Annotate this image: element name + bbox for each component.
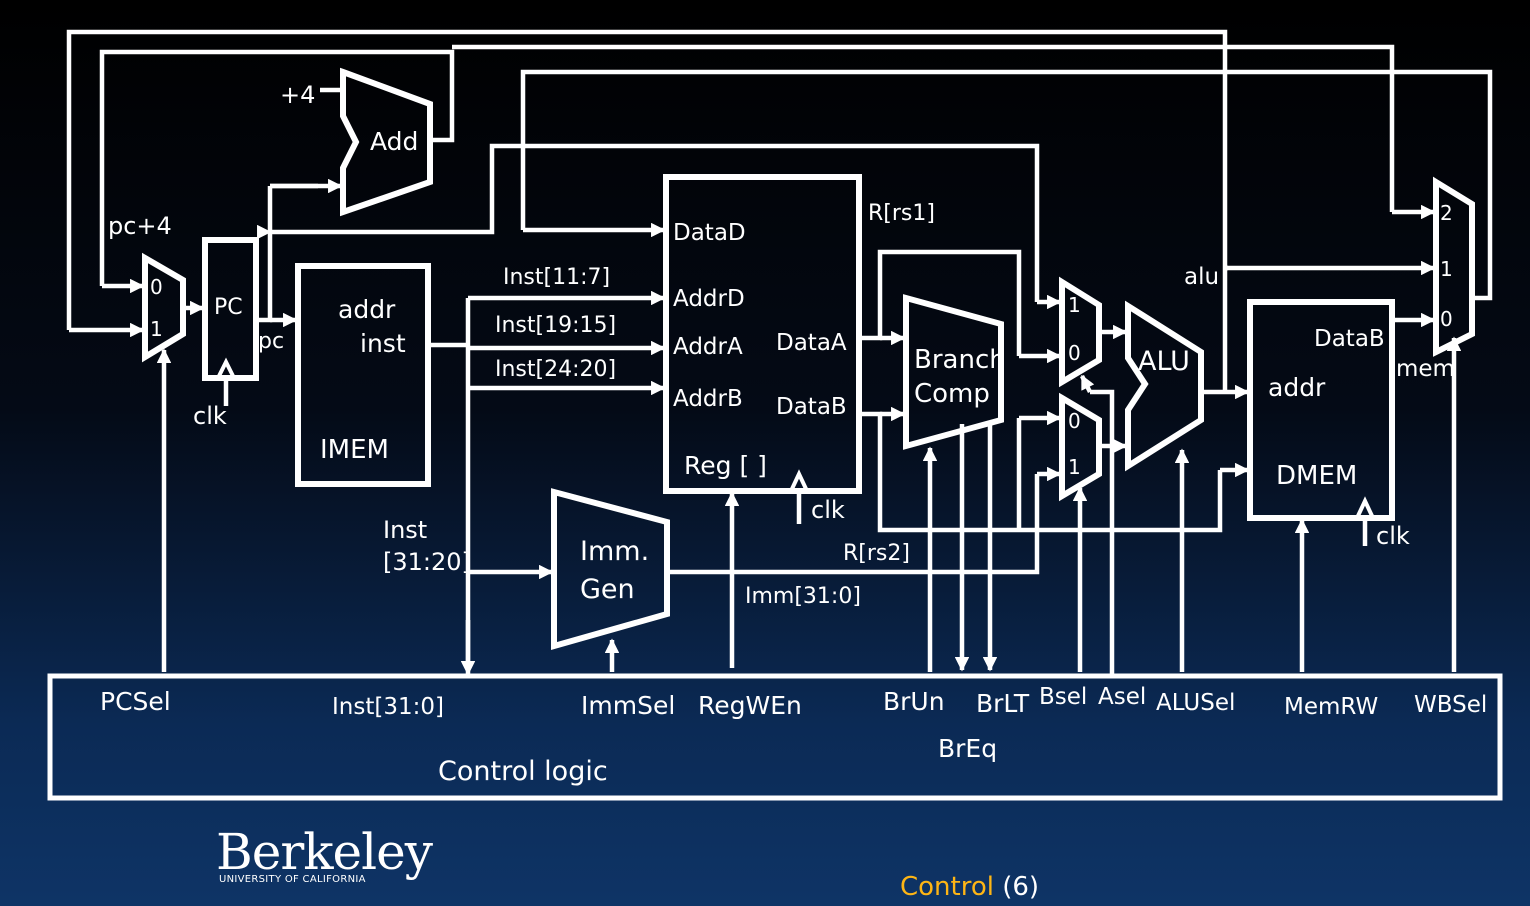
- dmem-addr-label: addr: [1268, 373, 1326, 402]
- wire-dataa-branch: [859, 249, 1022, 356]
- imem-block: [295, 263, 431, 487]
- addrd-label: AddrD: [673, 286, 745, 312]
- slide-number: (6): [1002, 872, 1040, 902]
- wbmux-2-label: 2: [1440, 201, 1453, 225]
- reg-label: Reg [ ]: [684, 451, 767, 480]
- brun-label: BrUn: [883, 687, 945, 716]
- branch-comp-block: [903, 294, 1004, 450]
- plus4-label: +4: [280, 81, 315, 109]
- pc-clk-label: clk: [193, 402, 227, 430]
- amux-1-label: 1: [1068, 293, 1081, 317]
- datad-label: DataD: [673, 220, 746, 246]
- wbsel-label: WBSel: [1414, 692, 1487, 718]
- inst-control-label: Inst[31:0]: [332, 694, 444, 720]
- alu-block: [1125, 300, 1204, 472]
- pcsel-label: PCSel: [100, 687, 171, 716]
- imem-inst-label: inst: [360, 329, 406, 358]
- memrw-label: MemRW: [1284, 694, 1378, 720]
- inst-31-20-label-a: Inst: [383, 516, 427, 544]
- add-label: Add: [370, 127, 418, 156]
- branch-label-a: Branch: [914, 345, 1006, 375]
- pc-out-label: pc: [258, 329, 284, 354]
- wire-imm-bmux: [667, 474, 1040, 575]
- berkeley-logo-word: Berkeley: [216, 823, 433, 881]
- breq-label: BrEq: [938, 734, 997, 763]
- brlt-label: BrLT: [976, 689, 1030, 718]
- berkeley-logo-subtitle: UNIVERSITY OF CALIFORNIA: [219, 874, 366, 885]
- wire-wb-datad: [520, 69, 1493, 301]
- amux-0-label: 0: [1068, 341, 1081, 365]
- imm-gen-label-b: Gen: [580, 574, 635, 605]
- regwen-label: RegWEn: [698, 691, 802, 720]
- control-logic-label: Control logic: [438, 756, 608, 787]
- arrow-asel: [1079, 374, 1095, 394]
- pc-register: [202, 237, 259, 381]
- wire-alu-pc-loop: [66, 29, 1228, 392]
- pc-clk-triangle: [216, 357, 236, 379]
- imem-label: IMEM: [320, 435, 389, 465]
- inst-24-20-label: Inst[24:20]: [495, 357, 616, 382]
- pc-mux-1-label: 1: [150, 317, 163, 341]
- dmem-label: DMEM: [1276, 461, 1357, 491]
- dmem-block: [1247, 299, 1395, 521]
- rrs2-label: R[rs2]: [843, 541, 910, 566]
- dataa-label: DataA: [776, 330, 847, 356]
- wire-pc4-wb: [452, 44, 1395, 212]
- bmux-0-label: 0: [1068, 409, 1081, 433]
- pc-mux: [142, 252, 186, 363]
- pc-plus4-label: pc+4: [108, 212, 172, 240]
- register-file: [663, 174, 862, 494]
- branch-label-b: Comp: [914, 379, 990, 409]
- imm-gen-block: [551, 488, 670, 650]
- imm-31-0-label: Imm[31:0]: [745, 584, 861, 609]
- reg-clk-label: clk: [811, 496, 845, 524]
- reg-clk-triangle: [789, 469, 809, 492]
- inst-11-7-label: Inst[11:7]: [503, 265, 610, 290]
- a-mux: [1059, 276, 1102, 388]
- immsel-label: ImmSel: [581, 691, 675, 720]
- dmem-datab-label: DataB: [1314, 326, 1385, 352]
- control-logic-box: [47, 673, 1503, 801]
- rrs1-label: R[rs1]: [868, 201, 935, 226]
- mem-label: mem: [1396, 356, 1455, 382]
- dmem-clk-triangle: [1355, 496, 1375, 519]
- imem-addr-label: addr: [338, 295, 396, 324]
- bsel-label: Bsel: [1039, 684, 1087, 710]
- slide-title: Control (6): [900, 872, 1039, 902]
- inst-19-15-label: Inst[19:15]: [495, 313, 616, 338]
- alusel-label: ALUSel: [1156, 690, 1235, 716]
- berkeley-logo: Berkeley UNIVERSITY OF CALIFORNIA: [216, 823, 433, 885]
- datab-label: DataB: [776, 394, 847, 420]
- pc-register-label: PC: [214, 295, 243, 320]
- wire-pcplus4-loop: [99, 49, 455, 286]
- wire-asel: [1090, 389, 1115, 676]
- wire-datab-branch: [859, 411, 1223, 533]
- addrb-label: AddrB: [673, 386, 743, 412]
- b-mux: [1059, 392, 1102, 502]
- alu-out-label: alu: [1184, 264, 1219, 290]
- inst-31-20-label-b: [31:20]: [383, 548, 471, 576]
- asel-label: Asel: [1098, 684, 1146, 710]
- bmux-1-label: 1: [1068, 455, 1081, 479]
- adder-block: [340, 67, 433, 217]
- addra-label: AddrA: [673, 334, 743, 360]
- imm-gen-label-a: Imm.: [580, 536, 649, 567]
- wbmux-0-label: 0: [1440, 307, 1453, 331]
- pc-mux-0-label: 0: [150, 275, 163, 299]
- wbmux-1-label: 1: [1440, 257, 1453, 281]
- dmem-clk-label: clk: [1376, 522, 1410, 550]
- slide-title-text: Control: [900, 872, 994, 902]
- alu-label: ALU: [1138, 346, 1190, 377]
- wb-mux: [1433, 176, 1475, 357]
- wire-pc-asel: [270, 143, 1040, 302]
